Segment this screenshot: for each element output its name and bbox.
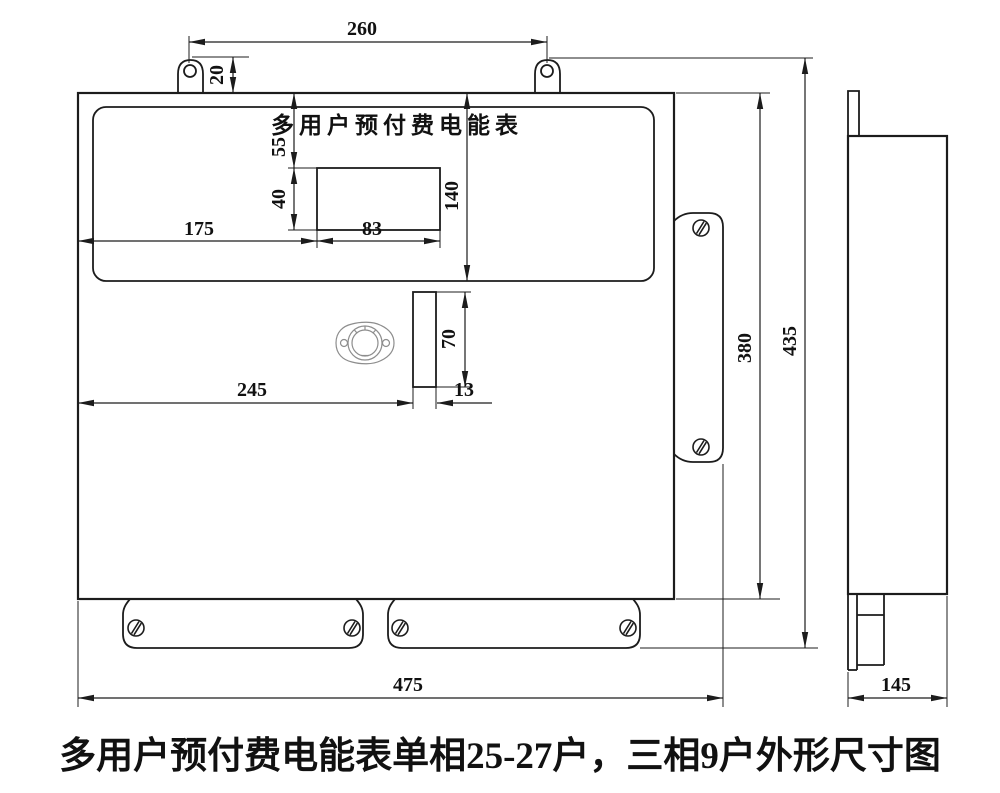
dimension-lines <box>78 38 947 702</box>
dim-label-83: 83 <box>362 218 382 240</box>
screw-icon <box>619 619 637 637</box>
dim-label-140: 140 <box>441 181 463 211</box>
dim-label-175: 175 <box>184 218 214 240</box>
dim-label-245: 245 <box>237 379 267 401</box>
cam-lock-icon <box>335 321 395 365</box>
dim-label-435: 435 <box>779 326 801 356</box>
side-mounting-tab <box>847 90 860 136</box>
screw-icon <box>343 619 361 637</box>
display-window <box>316 167 441 231</box>
mounting-hole-left <box>183 64 197 78</box>
bottom-bracket-right <box>387 598 641 649</box>
nameplate-panel <box>92 106 655 282</box>
panel-title: 多用户预付费电能表 <box>271 112 523 138</box>
dim-label-40: 40 <box>268 189 290 209</box>
screw-icon <box>692 219 710 237</box>
side-body-outline <box>846 134 949 596</box>
mounting-ear-left <box>177 59 204 93</box>
dimension-labels: 260 20 55 40 140 175 83 70 13 245 380 43… <box>184 18 911 696</box>
dim-label-260: 260 <box>347 18 377 40</box>
side-view <box>846 90 949 671</box>
bottom-bracket-left <box>122 598 364 649</box>
dim-label-20: 20 <box>206 65 228 85</box>
mounting-hole-right <box>540 64 554 78</box>
side-rail-plate <box>673 212 724 463</box>
card-slot <box>412 291 437 388</box>
dim-label-475: 475 <box>393 674 423 696</box>
screw-icon <box>391 619 409 637</box>
drawing-caption: 多用户预付费电能表单相25-27户，三相9户外形尺寸图 <box>59 735 941 777</box>
screw-icon <box>127 619 145 637</box>
dim-label-145: 145 <box>881 674 911 696</box>
front-view: 多用户预付费电能表 <box>76 59 724 649</box>
screw-icon <box>692 438 710 456</box>
dim-label-13: 13 <box>454 379 474 401</box>
dim-label-70: 70 <box>438 329 460 349</box>
dim-label-55: 55 <box>268 137 290 157</box>
dim-label-380: 380 <box>734 333 756 363</box>
enclosure-outline <box>76 91 676 601</box>
